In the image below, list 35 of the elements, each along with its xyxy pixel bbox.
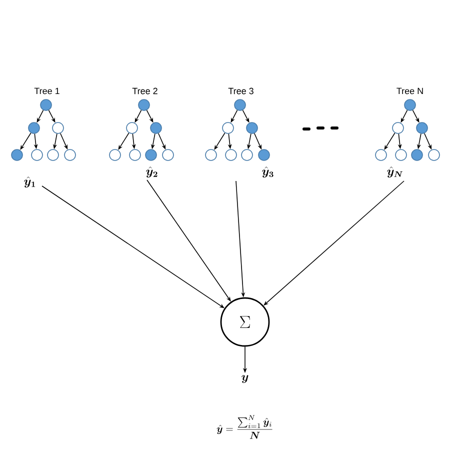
output-label: $\boldsymbol{y}$ (242, 375, 248, 383)
tree-node (64, 149, 76, 161)
tree-node (40, 99, 52, 111)
tree-node (375, 149, 387, 161)
tree-node (28, 122, 40, 134)
tree-node (31, 149, 43, 161)
tree-node (428, 149, 440, 161)
tree-title: Tree N (396, 88, 423, 94)
formula: $\hat{\boldsymbol{y}} = \frac{\sum_{i=1}^{N}\hat{\boldsymbol{y}}_i}{\boldsymbol{N}}$ (216, 415, 272, 439)
tree-node (126, 122, 138, 134)
tree-node (11, 149, 23, 161)
tree-node (145, 149, 157, 161)
prediction-label: $\hat{\boldsymbol{y}}_{\boldsymbol{3}}$ (262, 166, 274, 178)
tree-node (222, 122, 234, 134)
tree-node (404, 99, 416, 111)
tree-node (150, 122, 162, 134)
tree-node (258, 149, 270, 161)
tree-node (234, 99, 246, 111)
prediction-label: $\hat{\boldsymbol{y}}_{\boldsymbol{N}}$ (387, 166, 402, 178)
tree-node (225, 149, 237, 161)
prediction-label: $\hat{\boldsymbol{y}}_{\boldsymbol{2}}$ (146, 166, 158, 178)
tree-node (129, 149, 141, 161)
tree-node (47, 149, 59, 161)
tree-node (246, 122, 258, 134)
tree-node (392, 122, 404, 134)
tree-node (416, 122, 428, 134)
tree-node (109, 149, 121, 161)
tree-node (241, 149, 253, 161)
tree-node (411, 149, 423, 161)
prediction-label: $\hat{\boldsymbol{y}}_{\boldsymbol{1}}$ (24, 176, 36, 188)
tree-node (205, 149, 217, 161)
tree-node (395, 149, 407, 161)
tree-node (52, 122, 64, 134)
tree-node (138, 99, 150, 111)
tree-node (162, 149, 174, 161)
